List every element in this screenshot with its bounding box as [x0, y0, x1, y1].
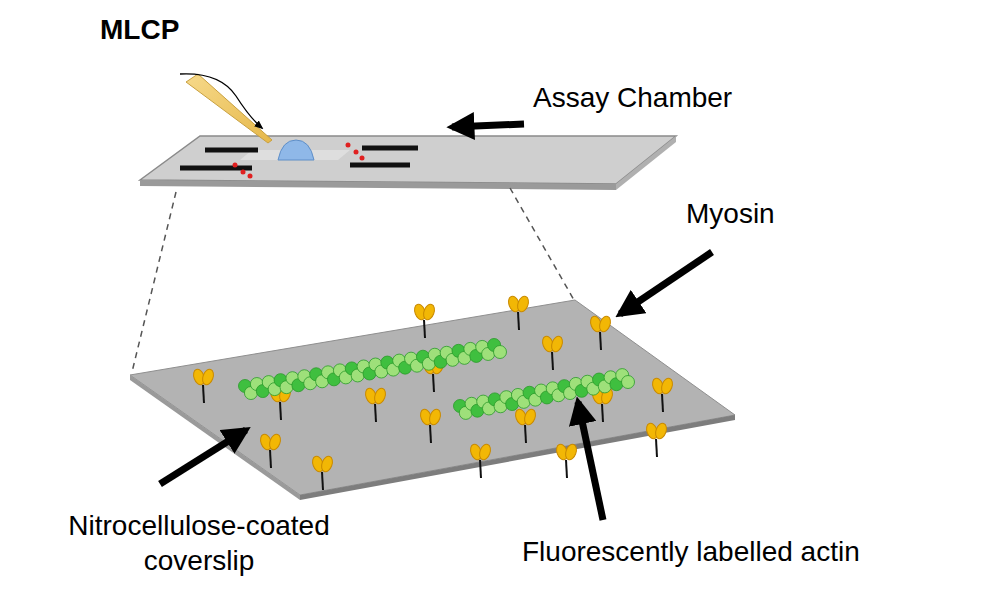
actin-monomer — [622, 376, 635, 389]
actin-group — [239, 338, 635, 419]
myosin-label: Myosin — [686, 196, 775, 231]
pipette-label: MLCP — [100, 12, 179, 47]
myosin-molecule — [507, 295, 531, 330]
myosin-molecule — [413, 303, 437, 338]
myosin-molecule — [514, 408, 538, 443]
myosin-molecule — [419, 408, 443, 443]
assay-chamber-slide — [140, 136, 676, 190]
myosin-molecule — [651, 377, 675, 412]
chamber-label: Assay Chamber — [533, 80, 732, 115]
myosin-molecule — [541, 335, 565, 370]
coverslip-label: Nitrocellulose-coated coverslip — [24, 508, 374, 578]
actin-label: Fluorescently labelled actin — [522, 534, 860, 569]
pipette-tip — [180, 74, 272, 143]
zoom-line — [510, 188, 574, 300]
myosin-group — [192, 295, 675, 490]
coverslip-surface — [130, 300, 735, 500]
myosin-molecule — [555, 443, 579, 478]
zoom-line — [132, 192, 176, 372]
myosin-molecule — [589, 315, 613, 350]
myosin-molecule — [645, 422, 669, 457]
myosin-molecule — [364, 387, 388, 422]
myosin-molecule — [311, 455, 335, 490]
myosin-molecule — [469, 443, 493, 478]
actin-monomer — [494, 346, 507, 359]
pointer-arrows — [160, 124, 712, 520]
myosin-molecule — [192, 368, 216, 403]
myosin-molecule — [259, 433, 283, 468]
